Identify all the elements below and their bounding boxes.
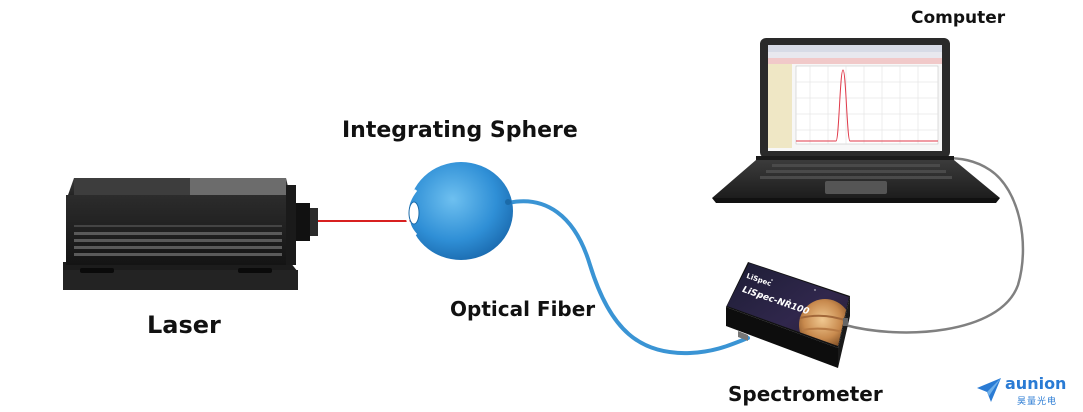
integrating-sphere-label: Integrating Sphere bbox=[342, 118, 578, 143]
optical-fiber-cable bbox=[506, 199, 750, 356]
laser-label: Laser bbox=[147, 311, 221, 339]
laptop-icon bbox=[712, 38, 1000, 203]
paper-plane-logo-icon bbox=[977, 378, 1001, 402]
brand-logo: aunion 昊量光电 bbox=[975, 374, 1075, 408]
spectrometer-device-icon bbox=[726, 262, 850, 368]
computer-label: Computer bbox=[911, 8, 1006, 28]
laser-device-icon bbox=[63, 178, 318, 290]
integrating-sphere-icon bbox=[405, 162, 513, 260]
optical-fiber-label: Optical Fiber bbox=[450, 297, 596, 321]
usb-cable bbox=[843, 156, 1025, 334]
brand-name: aunion bbox=[1005, 374, 1067, 393]
spectrometer-label: Spectrometer bbox=[728, 382, 883, 406]
brand-subtitle: 昊量光电 bbox=[1017, 397, 1058, 407]
